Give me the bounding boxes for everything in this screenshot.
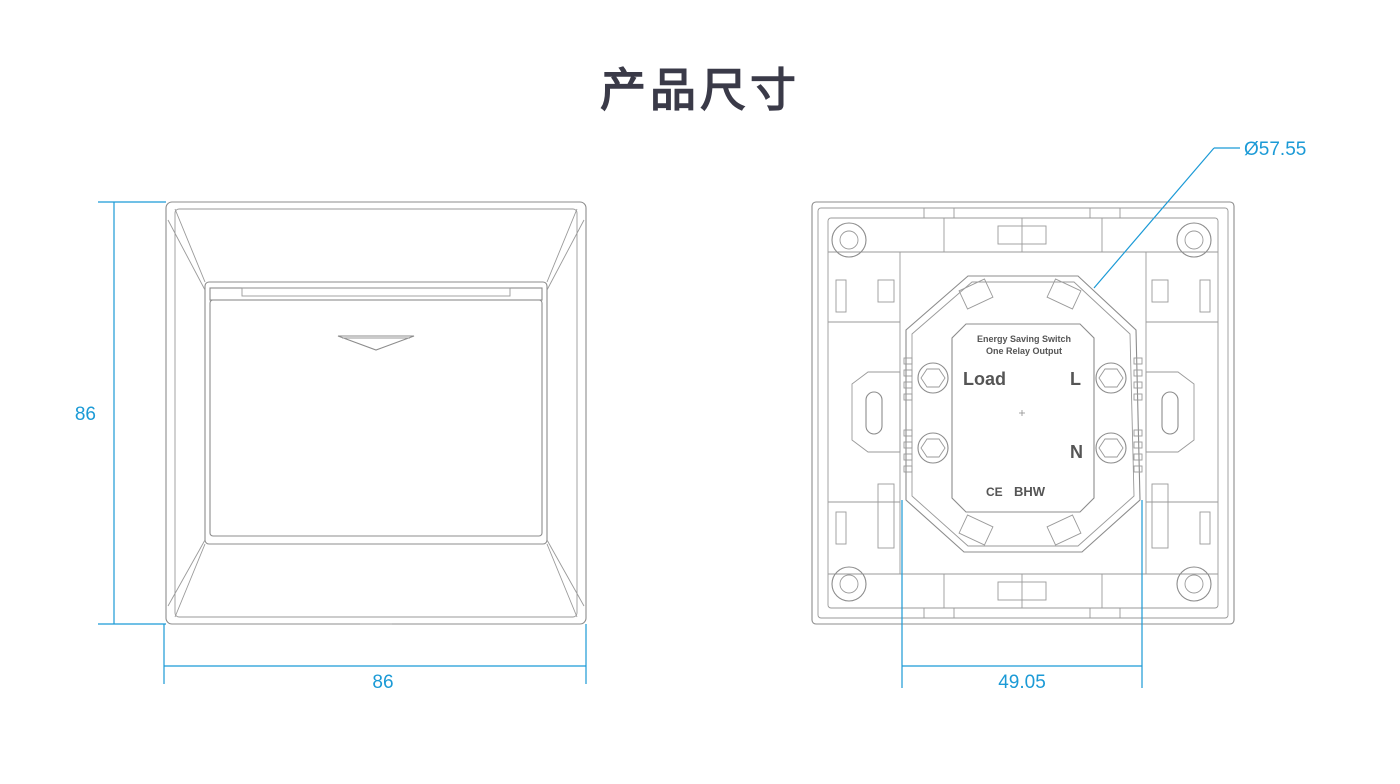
mount-slot-right bbox=[1161, 391, 1179, 435]
product-name-line1: Energy Saving Switch bbox=[977, 334, 1071, 344]
screw-hole-top-left bbox=[831, 222, 867, 258]
brand-label: BHW bbox=[1014, 484, 1046, 499]
terminal-n-label: N bbox=[1070, 442, 1083, 462]
back-view: Energy Saving Switch One Relay Output Lo… bbox=[811, 139, 1306, 693]
inner-width-label: 49.05 bbox=[998, 672, 1046, 693]
diameter-label: Ø57.55 bbox=[1244, 139, 1306, 160]
relay-module-body bbox=[905, 275, 1141, 553]
ce-mark: CE bbox=[986, 485, 1003, 499]
front-view: 86 86 bbox=[75, 201, 587, 693]
terminal-load-label: Load bbox=[963, 369, 1006, 389]
back-outer-frame bbox=[811, 201, 1235, 625]
front-outer-frame bbox=[165, 201, 587, 625]
screw-hole-bottom-left bbox=[831, 566, 867, 602]
screw-hole-top-right bbox=[1176, 222, 1212, 258]
front-bevel-edge bbox=[174, 208, 578, 618]
card-slot bbox=[209, 287, 543, 301]
terminal-l-label: L bbox=[1070, 369, 1081, 389]
product-name-line2: One Relay Output bbox=[986, 346, 1062, 356]
terminal-l-screw bbox=[1095, 362, 1127, 394]
terminal-aux-screw bbox=[917, 432, 949, 464]
front-inner-opening bbox=[204, 281, 548, 545]
terminal-load-screw bbox=[917, 362, 949, 394]
card-holder-panel bbox=[209, 299, 543, 537]
label-plate bbox=[951, 323, 1095, 513]
page-title: 产品尺寸 bbox=[600, 63, 800, 117]
insert-arrow-icon bbox=[337, 335, 415, 351]
terminal-n-screw bbox=[1095, 432, 1127, 464]
mount-slot-left bbox=[865, 391, 883, 435]
front-height-label: 86 bbox=[75, 404, 96, 425]
screw-hole-bottom-right bbox=[1176, 566, 1212, 602]
front-width-label: 86 bbox=[372, 672, 393, 693]
